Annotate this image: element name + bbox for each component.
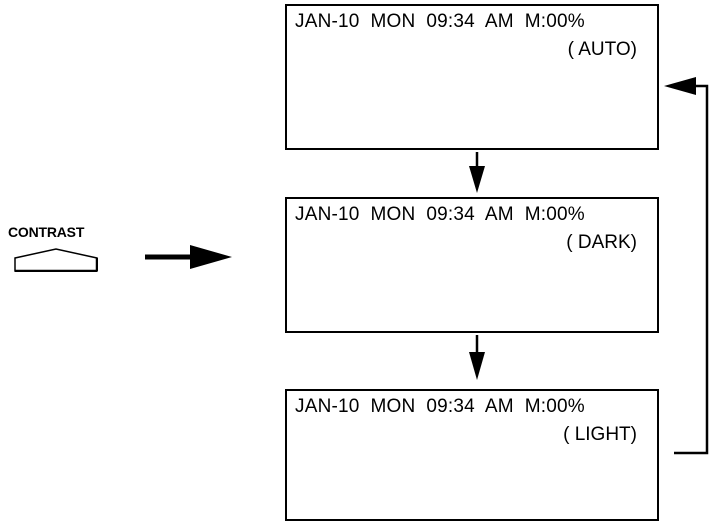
lcd-screen-auto: JAN-10 MON 09:34 AM M:00% ( AUTO) [285,4,659,150]
lcd-date-time-line: JAN-10 MON 09:34 AM M:00% [295,204,585,225]
lcd-date-time-line: JAN-10 MON 09:34 AM M:00% [295,396,585,417]
press-arrow-icon [145,245,232,269]
lcd-mode-line: ( AUTO) [567,39,637,60]
down-arrow-icon [469,152,485,193]
contrast-key-button[interactable] [14,248,98,272]
lcd-screen-light: JAN-10 MON 09:34 AM M:00% ( LIGHT) [285,389,659,521]
down-arrow-icon [469,335,485,380]
lcd-screen-dark: JAN-10 MON 09:34 AM M:00% ( DARK) [285,197,659,333]
lcd-mode-line: ( DARK) [566,232,637,253]
lcd-date-time-line: JAN-10 MON 09:34 AM M:00% [295,11,585,32]
lcd-mode-line: ( LIGHT) [563,424,637,445]
return-loop-arrow-icon [664,77,709,455]
contrast-key-label: CONTRAST [8,224,85,240]
